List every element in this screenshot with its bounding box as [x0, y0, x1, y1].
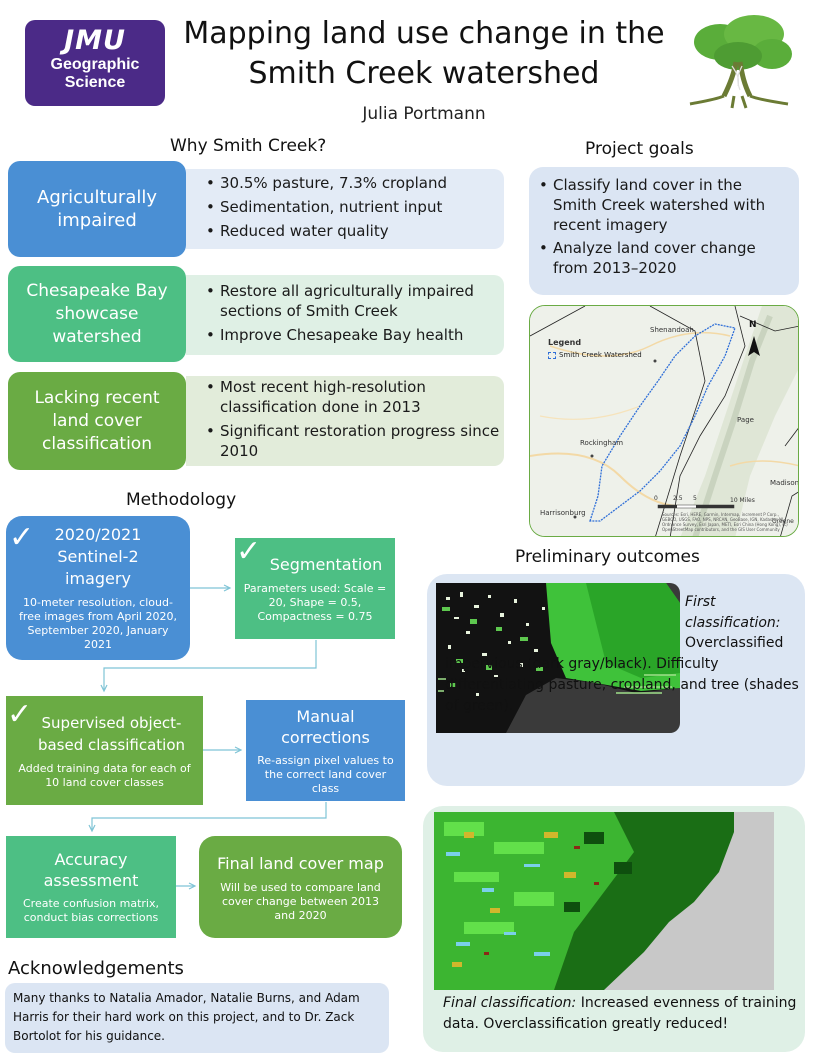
checkmark-icon: ✓	[236, 534, 262, 569]
scale-label: 0	[654, 495, 658, 502]
checkmark-icon: ✓	[9, 520, 35, 555]
list-item: Reduced water quality	[204, 221, 447, 241]
scale-label: 10 Miles	[730, 497, 755, 504]
logo-dept-line1: Geographic	[50, 56, 140, 73]
step-detail: Parameters used: Scale = 20, Shape = 0.5…	[243, 582, 387, 623]
first-label: First classification:	[685, 594, 781, 631]
step-title: 2020/2021 Sentinel-2 imagery	[54, 525, 142, 588]
why-card-label: Lacking recent land cover classification	[34, 387, 160, 454]
legend-swatch-icon	[548, 352, 556, 359]
why-bullets-2: Restore all agriculturally impaired sect…	[186, 275, 504, 355]
map-legend-item: Smith Creek Watershed	[559, 351, 642, 359]
goals-box: Classify land cover in the Smith Creek w…	[529, 167, 799, 295]
methodology-heading: Methodology	[126, 490, 237, 510]
goals-heading: Project goals	[585, 139, 694, 159]
list-item: 30.5% pasture, 7.3% cropland	[204, 173, 447, 193]
outcomes-heading: Preliminary outcomes	[515, 547, 700, 567]
final-label: Final classification:	[443, 995, 577, 1011]
step-title: Segmentation	[269, 555, 383, 574]
map-place-page: Page	[737, 416, 754, 424]
step-detail: Will be used to compare land cover chang…	[220, 880, 381, 922]
list-item: Restore all agriculturally impaired sect…	[204, 281, 504, 321]
ack-heading: Acknowledgements	[8, 958, 184, 979]
final-classification-image	[434, 812, 774, 990]
author-name: Julia Portmann	[362, 104, 486, 124]
list-item: Classify land cover in the Smith Creek w…	[537, 175, 789, 235]
why-card-3: Lacking recent land cover classification	[8, 372, 186, 470]
scale-label: 2.5	[673, 495, 683, 502]
method-arrows	[88, 584, 327, 890]
step-detail: Re-assign pixel values to the correct la…	[257, 753, 394, 795]
step-title: Manual corrections	[281, 706, 370, 747]
scale-label: 5	[693, 495, 697, 502]
title-line1: Mapping land use change in the	[183, 16, 665, 51]
step-segmentation: Segmentation Parameters used: Scale = 20…	[235, 538, 395, 639]
map-place-shenandoah: Shenandoah	[650, 326, 694, 334]
why-card-label: Agriculturally impaired	[37, 187, 157, 231]
step-detail: Added training data for each of 10 land …	[18, 761, 191, 789]
list-item: Most recent high-resolution classificati…	[204, 377, 504, 417]
list-item: Improve Chesapeake Bay health	[204, 325, 504, 345]
final-text: Increased evenness of training data. Ove…	[443, 995, 797, 1032]
step-final-map: Final land cover map Will be used to com…	[199, 836, 402, 938]
step-manual: Manual corrections Re-assign pixel value…	[246, 700, 405, 801]
step-imagery: 2020/2021 Sentinel-2 imagery 10-meter re…	[6, 516, 190, 660]
watershed-map: Legend Smith Creek Watershed N Shenandoa…	[529, 305, 799, 537]
jmu-logo: JMU Geographic Science	[25, 20, 165, 106]
step-supervised: Supervised object-based classification A…	[6, 696, 203, 805]
ack-box: Many thanks to Natalia Amador, Natalie B…	[5, 983, 389, 1053]
step-title: Accuracy assessment	[43, 850, 139, 890]
why-bullets-3: Most recent high-resolution classificati…	[186, 376, 504, 466]
north-arrow-label: N	[749, 320, 757, 330]
checkmark-icon: ✓	[7, 697, 33, 732]
logo-dept-line2: Science	[64, 74, 126, 91]
map-graphic	[530, 306, 798, 536]
first-classification-image	[436, 583, 680, 733]
outcome-final-text: Final classification: Increased evenness…	[443, 993, 799, 1035]
poster-title: Mapping land use change in the Smith Cre…	[170, 14, 678, 94]
tree-icon	[689, 15, 792, 109]
why-bullets-1: 30.5% pasture, 7.3% cropland Sedimentati…	[186, 169, 504, 249]
title-line2: Smith Creek watershed	[248, 56, 600, 91]
map-credits: Sources: Esri, HERE, Garmin, Intermap, i…	[662, 512, 788, 532]
step-title: Final land cover map	[217, 853, 384, 873]
why-card-1: Agriculturally impaired	[8, 161, 186, 257]
why-heading: Why Smith Creek?	[170, 136, 327, 156]
list-item: Analyze land cover change from 2013–2020	[537, 238, 789, 278]
step-accuracy: Accuracy assessment Create confusion mat…	[6, 836, 176, 938]
map-place-rockingham: Rockingham	[580, 439, 624, 447]
list-item: Significant restoration progress since 2…	[204, 421, 504, 461]
list-item: Sedimentation, nutrient input	[204, 197, 447, 217]
outcome-first-text: Overclassified impervious (dark gray/bla…	[445, 635, 799, 714]
step-detail: 10-meter resolution, cloud-free images f…	[19, 596, 177, 651]
step-title: Supervised object-based classification	[37, 713, 186, 754]
map-place-madison: Madison	[770, 479, 799, 487]
logo-jmu-text: JMU	[64, 25, 126, 56]
why-card-label: Chesapeake Bay showcase watershed	[26, 280, 168, 347]
map-place-harrisonburg: Harrisonburg	[540, 509, 586, 517]
map-place-greene: Greene	[772, 518, 794, 525]
outcome-first-label: First classification:	[685, 592, 801, 634]
why-card-2: Chesapeake Bay showcase watershed	[8, 266, 186, 362]
step-detail: Create confusion matrix, conduct bias co…	[23, 897, 159, 924]
map-legend-title: Legend	[548, 338, 582, 347]
